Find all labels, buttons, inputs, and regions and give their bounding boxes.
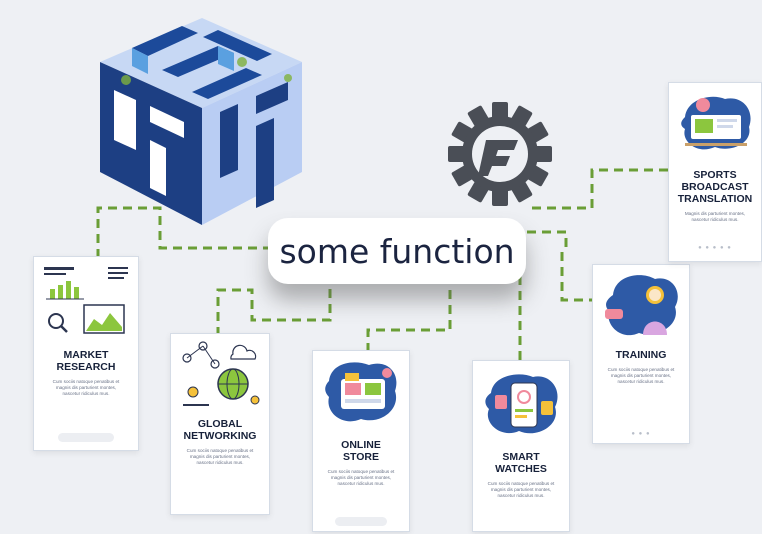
card-title: ONLINE STORE (341, 439, 381, 463)
connector-sports (532, 168, 668, 210)
card-body: Cum sociis natoque penatibus et magnis d… (52, 379, 120, 396)
connector-watches (518, 230, 568, 360)
card-title: GLOBAL NETWORKING (183, 418, 257, 442)
card-sports-broadcast[interactable]: SPORTS BROADCAST TRANSLATION Magnis dis … (668, 82, 762, 262)
card-button[interactable] (335, 517, 387, 526)
card-body: Cum sociis natoque penatibus et magnis d… (186, 448, 254, 465)
broadcast-icon (681, 96, 751, 150)
card-global-networking[interactable]: GLOBAL NETWORKING Cum sociis natoque pen… (170, 333, 270, 515)
connector-market (96, 206, 272, 258)
network-icon (182, 341, 260, 406)
card-body: Cum sociis natoque penatibus et magnis d… (487, 481, 555, 498)
pagination-dots: ● ● ● (631, 431, 651, 437)
card-title: TRAINING (615, 349, 667, 361)
connector-store (366, 284, 452, 352)
card-title: SPORTS BROADCAST TRANSLATION (677, 169, 753, 205)
card-body: Cum sociis natoque penatibus et magnis d… (607, 367, 675, 384)
gear-icon (448, 102, 552, 206)
card-market-research[interactable]: MARKET RESEARCH Cum sociis natoque penat… (33, 256, 139, 451)
connector-training (560, 252, 596, 302)
chart-icon (44, 267, 128, 334)
person-icon (605, 275, 678, 336)
card-training[interactable]: TRAINING Cum sociis natoque penatibus et… (592, 264, 690, 444)
card-title: SMART WATCHES (495, 451, 547, 475)
watch-icon (485, 374, 558, 434)
card-online-store[interactable]: ONLINE STORE Cum sociis natoque penatibu… (312, 350, 410, 532)
card-body: Magnis dis parturient montes, nascetur r… (684, 211, 746, 222)
function-label: some function (268, 218, 526, 284)
card-button[interactable] (58, 433, 114, 442)
card-title: MARKET RESEARCH (56, 349, 116, 373)
cube-logo-icon (100, 18, 302, 225)
card-smart-watches[interactable]: SMART WATCHES Cum sociis natoque penatib… (472, 360, 570, 532)
connector-global (216, 286, 332, 336)
store-icon (325, 362, 397, 422)
card-body: Cum sociis natoque penatibus et magnis d… (327, 469, 395, 486)
pagination-dots: ● ● ● ● ● (698, 245, 732, 251)
